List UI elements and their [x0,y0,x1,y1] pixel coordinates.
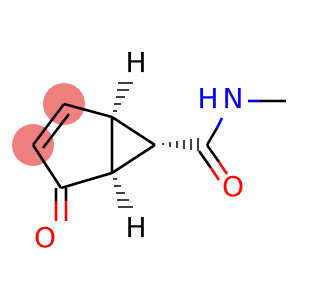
molecule-structure-diagram: H H H N O O [12,46,286,254]
bond-amide-carbon-to-nitrogen-black [205,127,219,146]
nitrogen-label: N [223,82,244,115]
bond-amide-carbonyl-black-2 [197,150,213,169]
bond-bridgehead-bottom-to-cyclopropane-carbon [111,143,156,175]
hashed-bond-to-top-hydrogen [113,82,133,112]
bond-amide-carbon-to-nitrogen-blue [215,117,224,129]
bond-bridgehead-top-to-cyclopropane-carbon [111,115,156,147]
atom-labels: H H H N O O [34,46,244,254]
amide-oxygen-label: O [222,170,244,203]
bond-amide-carbonyl-red-1 [217,161,229,175]
bond-amide-carbonyl-red-2 [209,167,221,181]
hashed-bond-to-carboxamide [162,138,199,151]
hydrogen-label-bottom: H [125,211,146,244]
ketone-oxygen-label: O [34,221,56,254]
bond-amide-carbonyl-black-1 [205,144,221,163]
bond-alkene-double-outer [31,103,66,146]
bond-carbonyl-carbon-to-bridgehead-bottom [60,171,113,190]
hashed-bond-to-bottom-hydrogen [113,178,133,208]
hydrogen-label-top: H [125,46,146,79]
bonds [31,99,286,221]
nitrogen-hydrogen-label-h: H [197,82,218,115]
bond-alkene-bottom-to-carbonyl-carbon [31,144,63,189]
bond-alkene-double-inner [41,113,71,149]
stereo-hatched-bonds [113,82,199,208]
bond-c-alkene-top-to-bridgehead-top [63,102,113,119]
